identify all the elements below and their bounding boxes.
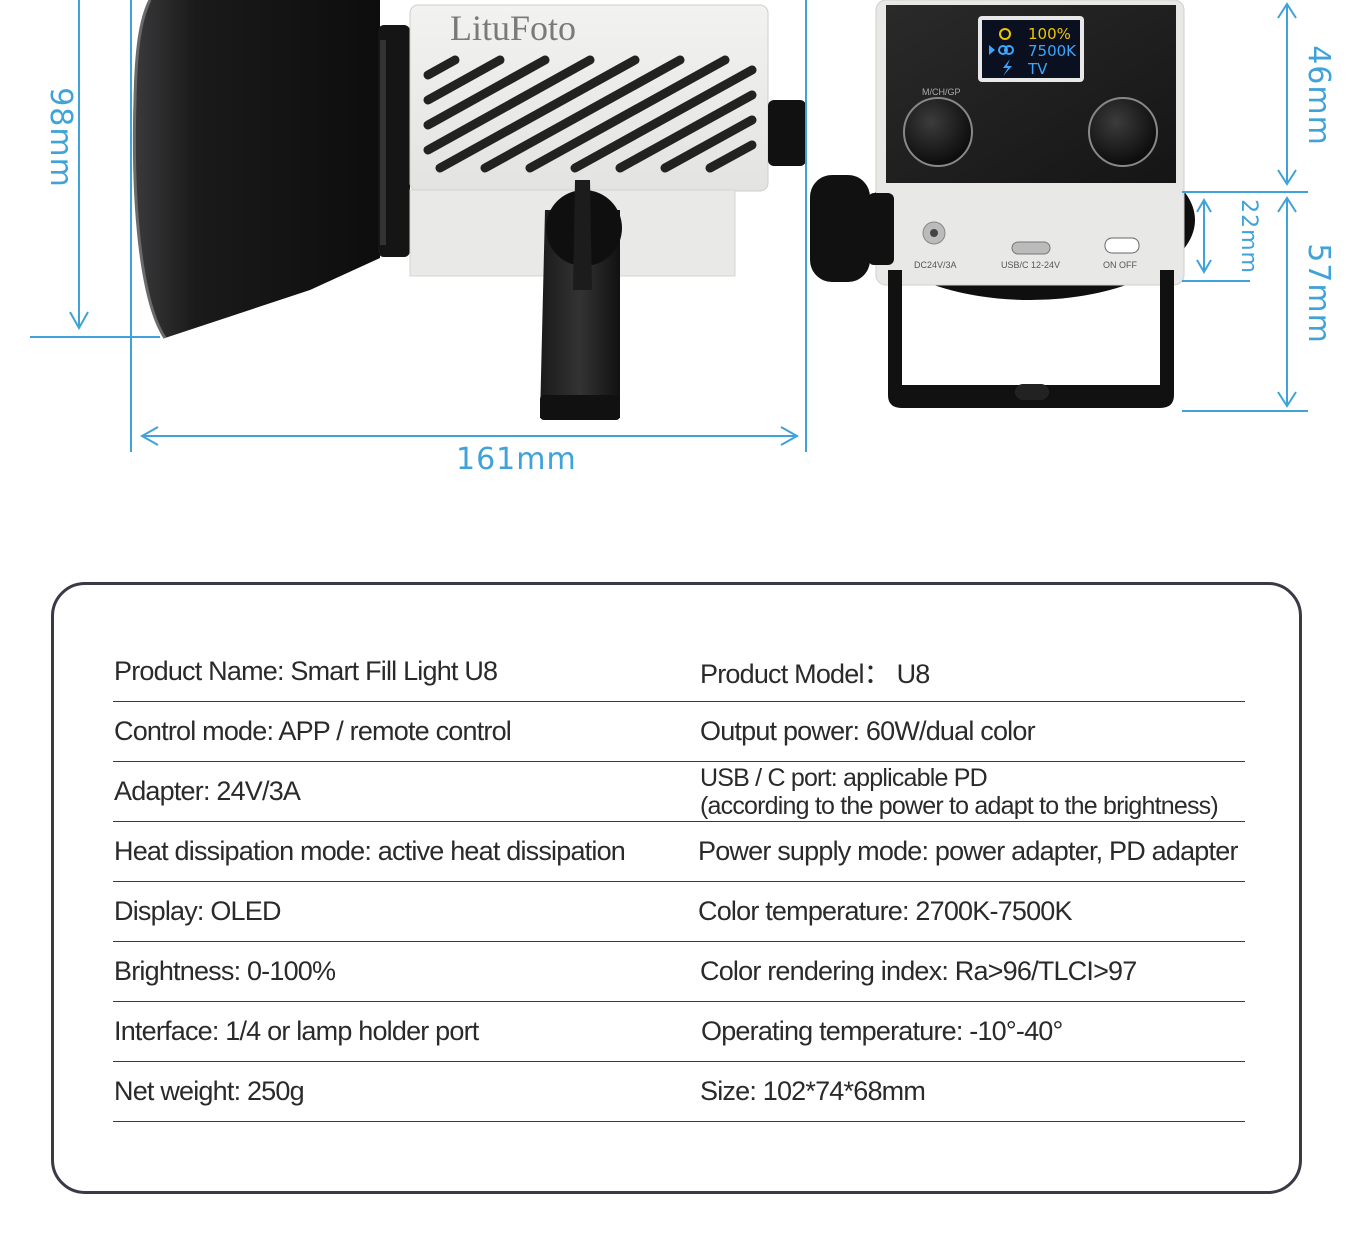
left-knob bbox=[903, 97, 973, 167]
knob-label: M/CH/GP bbox=[922, 87, 961, 97]
spec-row: Net weight: 250g Size: 102*74*68mm bbox=[113, 1062, 1245, 1122]
spec-right: Output power: 60W/dual color bbox=[700, 716, 1036, 746]
side-view-illustration: LituFoto bbox=[30, 0, 807, 452]
spec-right: Operating temperature: -10°-40° bbox=[701, 1016, 1063, 1046]
spec-right: Product Model： U8 bbox=[700, 659, 930, 689]
usbc-port bbox=[1011, 241, 1051, 255]
spec-right: Color temperature: 2700K-7500K bbox=[698, 896, 1073, 926]
spec-row: Brightness: 0-100% Color rendering index… bbox=[113, 942, 1245, 1002]
spec-right: Color rendering index: Ra>96/TLCI>97 bbox=[700, 956, 1137, 986]
spec-left: Display: OLED bbox=[114, 896, 281, 926]
spec-left: Product Name: Smart Fill Light U8 bbox=[114, 656, 498, 686]
dc-port-label: DC24V/3A bbox=[914, 260, 957, 270]
spec-right: Size: 102*74*68mm bbox=[700, 1076, 926, 1106]
spec-row: Control mode: APP / remote control Outpu… bbox=[113, 702, 1245, 762]
oled-mode: TV bbox=[1027, 60, 1048, 78]
spec-right-line2: (according to the power to adapt to the … bbox=[700, 791, 1219, 820]
oled-brightness: 100% bbox=[1028, 25, 1071, 43]
spec-left: Brightness: 0-100% bbox=[114, 956, 336, 986]
spec-row: Adapter: 24V/3A USB / C port: applicable… bbox=[113, 762, 1245, 822]
spec-row: Display: OLED Color temperature: 2700K-7… bbox=[113, 882, 1245, 942]
right-knob bbox=[1088, 97, 1158, 167]
color-wheel-icon bbox=[998, 45, 1008, 55]
sun-icon bbox=[999, 28, 1011, 40]
width-dimension-label: 161mm bbox=[456, 442, 577, 477]
spec-left: Interface: 1/4 or lamp holder port bbox=[114, 1016, 479, 1046]
spec-row: Product Name: Smart Fill Light U8 Produc… bbox=[113, 642, 1245, 702]
height-dimension-label: 98mm bbox=[42, 87, 78, 188]
spec-right-line1: USB / C port: applicable PD bbox=[700, 763, 988, 792]
bottom-back-dimension-label: 57mm bbox=[1300, 243, 1336, 344]
brand-logo: LituFoto bbox=[450, 8, 576, 48]
spec-left: Adapter: 24V/3A bbox=[114, 776, 301, 806]
usbc-port-label: USB/C 12-24V bbox=[1001, 260, 1060, 270]
mode-icon bbox=[1003, 59, 1012, 76]
oled-color-temp: 7500K bbox=[1028, 42, 1077, 60]
top-back-dimension-label: 46mm bbox=[1300, 45, 1336, 146]
switch-label: ON OFF bbox=[1103, 260, 1137, 270]
port-band-dimension-label: 22mm bbox=[1235, 199, 1261, 274]
spec-right-multiline: USB / C port: applicable PD (according t… bbox=[700, 762, 1219, 821]
spec-card: Product Name: Smart Fill Light U8 Produc… bbox=[51, 582, 1302, 1194]
vent-grille bbox=[423, 55, 757, 173]
play-icon bbox=[989, 45, 995, 55]
spec-left: Net weight: 250g bbox=[114, 1076, 305, 1106]
spec-row: Interface: 1/4 or lamp holder port Opera… bbox=[113, 1002, 1245, 1062]
back-view-illustration: 100% 7500K TV M/CH/GP DC24V/3A USB/C 12-… bbox=[810, 0, 1308, 412]
spec-left: Control mode: APP / remote control bbox=[114, 716, 512, 746]
spec-row: Heat dissipation mode: active heat dissi… bbox=[113, 822, 1245, 882]
power-switch bbox=[1104, 237, 1140, 254]
spec-right: Power supply mode: power adapter, PD ada… bbox=[698, 836, 1238, 866]
spec-left: Heat dissipation mode: active heat dissi… bbox=[114, 836, 626, 866]
